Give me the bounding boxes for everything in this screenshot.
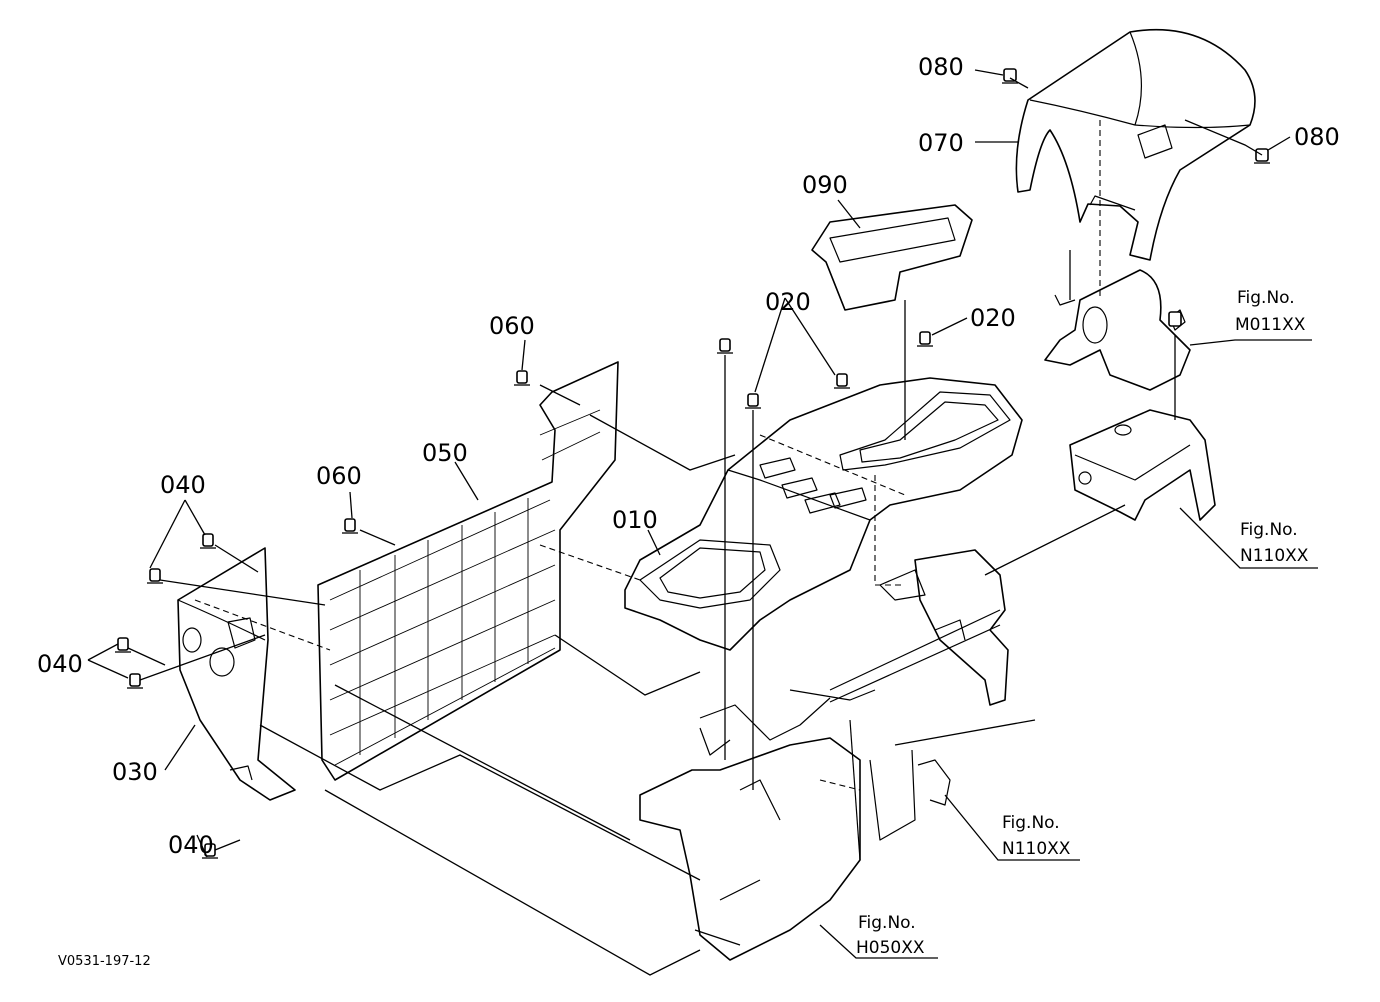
figref-n110a-line1: Fig.No. xyxy=(1240,520,1298,540)
label-010: 010 xyxy=(612,506,658,534)
tray-090-shape xyxy=(811,204,973,311)
label-060-top: 060 xyxy=(489,312,535,340)
figref-m011-line2: M011XX xyxy=(1235,315,1306,335)
diagram-code: V0531-197-12 xyxy=(58,954,151,969)
console-010-shape xyxy=(624,377,1023,651)
label-060-mid: 060 xyxy=(316,462,362,490)
leader-lines xyxy=(87,69,1318,959)
block-n110-shape xyxy=(1069,409,1216,521)
label-040-mid: 040 xyxy=(37,650,83,678)
figref-n110a-line2: N110XX xyxy=(1240,546,1309,566)
panel-050-shape xyxy=(317,361,619,781)
figref-h050-line2: H050XX xyxy=(856,938,925,958)
cover-030-shape xyxy=(177,547,296,801)
label-020-left: 020 xyxy=(765,288,811,316)
label-040-top: 040 xyxy=(160,471,206,499)
label-030: 030 xyxy=(112,758,158,786)
label-080-top: 080 xyxy=(918,53,964,81)
cover-070-shape xyxy=(1015,28,1256,261)
figref-m011-line1: Fig.No. xyxy=(1237,288,1295,308)
label-080-right: 080 xyxy=(1294,123,1340,151)
figref-h050-line1: Fig.No. xyxy=(858,913,916,933)
label-050: 050 xyxy=(422,439,468,467)
frame-lower-shape xyxy=(639,689,916,961)
label-090: 090 xyxy=(802,171,848,199)
label-040-bottom: 040 xyxy=(168,831,214,859)
mechanism-m011-shape xyxy=(1044,269,1191,391)
figref-n110b-line2: N110XX xyxy=(1002,839,1071,859)
label-070: 070 xyxy=(918,129,964,157)
frame-mid-shape xyxy=(829,549,1009,806)
assembly-lines xyxy=(127,77,1263,976)
label-020-right: 020 xyxy=(970,304,1016,332)
figref-n110b-line1: Fig.No. xyxy=(1002,813,1060,833)
